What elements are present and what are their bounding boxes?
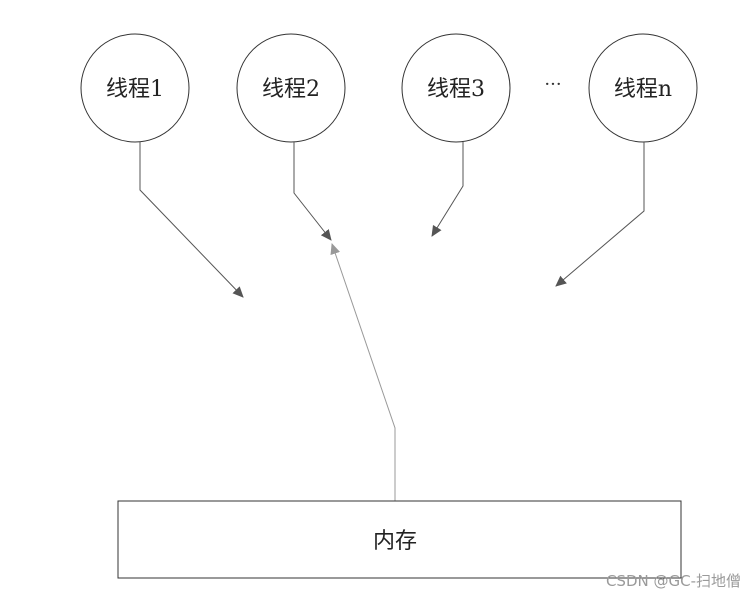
memory-box: 内存 [117, 500, 682, 579]
thread-label-3: 线程3 [427, 77, 485, 102]
thread-label-2: 线程2 [262, 77, 320, 102]
arrow-thread-1 [139, 142, 244, 298]
arrow-thread-n [555, 142, 645, 287]
arrow-thread-2 [293, 142, 332, 241]
thread-node-1: 线程1 [80, 33, 190, 143]
watermark-text: CSDN @GC-扫地僧 [605, 572, 741, 590]
thread-node-2: 线程2 [236, 33, 346, 143]
memory-label: 内存 [373, 529, 417, 554]
ellipsis-text: ··· [544, 74, 561, 95]
arrow-thread-3 [431, 142, 464, 237]
thread-label-n: 线程n [614, 77, 672, 102]
thread-label-1: 线程1 [106, 77, 164, 102]
thread-node-n: 线程n [588, 33, 698, 143]
arrow-memory [330, 243, 396, 501]
thread-node-3: 线程3 [401, 33, 511, 143]
